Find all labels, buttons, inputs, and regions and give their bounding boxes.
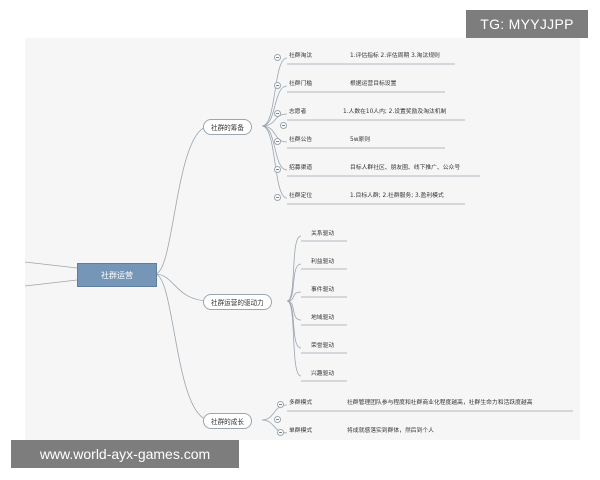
- mindmap-canvas: 社群运营 社群的筹备 社群淘汰 1.评估指标 2.评估周期 3.淘汰规则 社群门…: [25, 38, 580, 440]
- child-label-b2-4[interactable]: 地域驱动: [311, 315, 335, 321]
- child-label-b2-1[interactable]: 关系驱动: [311, 231, 335, 237]
- child-label-b1-3[interactable]: 志愿者: [289, 109, 307, 115]
- connector-b2-c2: [286, 263, 302, 302]
- connector-b1-c6: [261, 125, 288, 199]
- child-label-b2-5[interactable]: 荣誉驱动: [311, 343, 335, 349]
- watermark-top: TG: MYYJJPP: [466, 10, 588, 38]
- collapse-toggle-icon[interactable]: [274, 166, 281, 173]
- collapse-toggle-icon[interactable]: [274, 54, 281, 61]
- connector-b1-c5: [261, 125, 288, 171]
- branch-node-2[interactable]: 社群运营的驱动力: [203, 294, 272, 310]
- child-detail-b1-2: 根据运营目标设置: [350, 81, 397, 87]
- underlines-b1: [287, 63, 480, 205]
- connector-b2-c3: [286, 291, 302, 302]
- child-label-b3-2[interactable]: 单群模式: [289, 428, 313, 434]
- branch-node-1[interactable]: 社群的筹备: [203, 119, 252, 135]
- connector-branch-1: [154, 125, 211, 275]
- child-detail-b1-3: 1.人数在10人内; 2.设置奖励及淘汰机制: [343, 109, 447, 115]
- collapse-toggle-icon[interactable]: [277, 429, 284, 436]
- child-label-b1-1[interactable]: 社群淘汰: [289, 53, 313, 59]
- child-detail-b1-6: 1.目标人群; 2.社群服务; 3.盈利模式: [350, 193, 444, 199]
- connector-b1-c3: [261, 113, 288, 127]
- child-detail-b3-2: 将成就感落实到群体，然后到个人: [347, 428, 434, 434]
- connector-left-stub-2: [25, 279, 78, 287]
- collapse-toggle-icon[interactable]: [277, 401, 284, 408]
- collapse-toggle-icon[interactable]: [280, 122, 287, 129]
- child-label-b2-3[interactable]: 事件驱动: [311, 287, 335, 293]
- collapse-toggle-icon[interactable]: [274, 110, 281, 117]
- connector-b2-c4: [286, 300, 302, 321]
- child-label-b3-1[interactable]: 多群模式: [289, 400, 313, 406]
- collapse-toggle-icon[interactable]: [274, 138, 281, 145]
- branch-node-3[interactable]: 社群的成长: [203, 413, 252, 429]
- connector-b2-c6: [286, 300, 302, 377]
- underlines-b2: [301, 240, 347, 382]
- collapse-toggle-icon[interactable]: [274, 194, 281, 201]
- child-detail-b1-5: 目标人群社区、朋友圈、线下推广、公众号: [350, 165, 461, 171]
- connector-b1-c2: [261, 85, 288, 127]
- child-label-b1-4[interactable]: 社群公告: [289, 137, 313, 143]
- child-detail-b1-1: 1.评估指标 2.评估周期 3.淘汰规则: [350, 53, 440, 59]
- connector-branch-3: [154, 273, 211, 421]
- root-node[interactable]: 社群运营: [77, 263, 157, 287]
- connector-branch-2: [154, 273, 211, 302]
- child-label-b2-6[interactable]: 兴趣驱动: [311, 371, 335, 377]
- child-label-b1-2[interactable]: 社群门槛: [289, 81, 313, 87]
- child-detail-b3-1: 社群管理团队参与程度和社群商业化程度越高，社群生命力和活跃度越高: [347, 400, 533, 406]
- child-label-b2-2[interactable]: 利益驱动: [311, 259, 335, 265]
- watermark-bottom: www.world-ayx-games.com: [11, 440, 239, 468]
- child-detail-b1-4: 5w原则: [350, 137, 371, 143]
- connector-b1-c1: [261, 57, 288, 127]
- connector-left-stub: [25, 261, 78, 269]
- connector-b2-c1: [286, 235, 302, 302]
- collapse-toggle-icon[interactable]: [274, 416, 281, 423]
- child-label-b1-5[interactable]: 招募渠道: [289, 165, 313, 171]
- connector-lines: [25, 57, 573, 434]
- child-label-b1-6[interactable]: 社群定位: [289, 193, 313, 199]
- collapse-toggle-icon[interactable]: [274, 82, 281, 89]
- connector-b3-c1: [261, 404, 288, 421]
